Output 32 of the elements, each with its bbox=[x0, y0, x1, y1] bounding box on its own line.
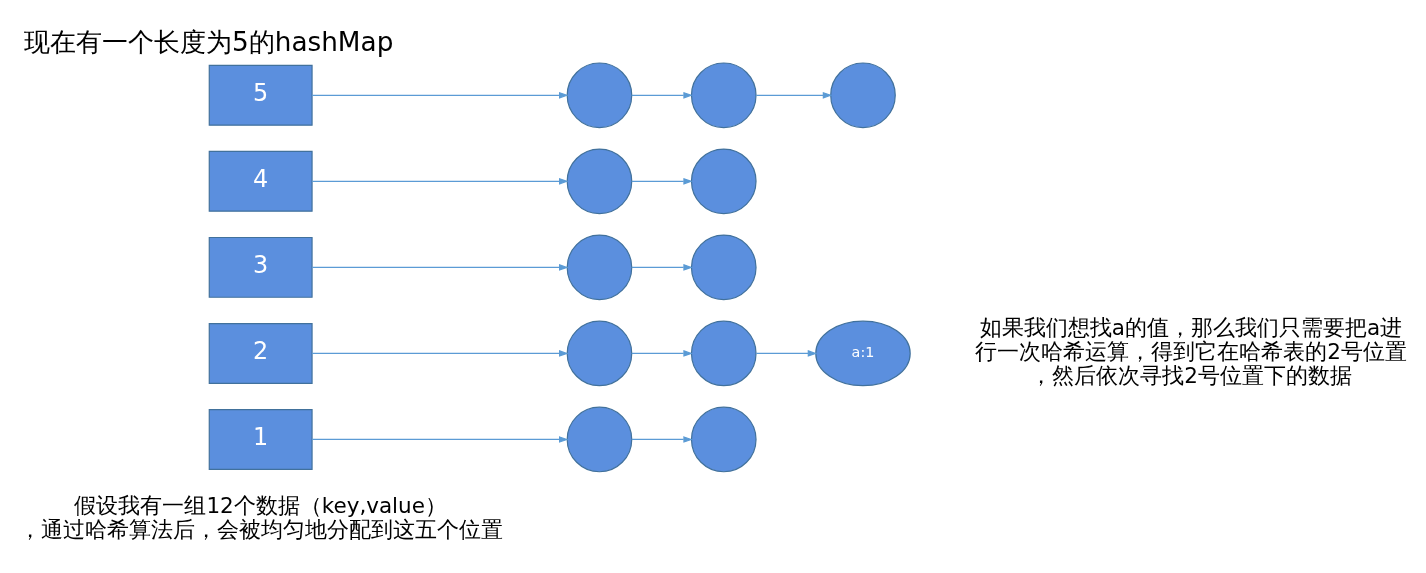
node-circle bbox=[690, 234, 757, 301]
node-circle bbox=[690, 320, 757, 387]
node-circle bbox=[566, 148, 633, 215]
node-circle bbox=[690, 62, 757, 129]
arrow bbox=[311, 91, 569, 99]
arrow bbox=[311, 350, 569, 357]
diagram-title: 现在有一个长度为5的hashMap bbox=[24, 26, 394, 57]
node-box: 3 bbox=[208, 236, 313, 298]
node-circle bbox=[690, 148, 757, 215]
arrow bbox=[631, 177, 693, 185]
arrow bbox=[311, 177, 569, 185]
node-circle bbox=[566, 406, 633, 473]
arrow bbox=[311, 436, 569, 443]
node-circle bbox=[566, 62, 633, 129]
node-box: 2 bbox=[208, 322, 313, 384]
node-box: 1 bbox=[208, 409, 313, 470]
arrow bbox=[631, 350, 693, 357]
node-circle bbox=[690, 406, 757, 473]
node-box: 4 bbox=[208, 150, 313, 212]
arrow bbox=[631, 91, 693, 99]
arrow bbox=[755, 91, 833, 99]
node-box: 5 bbox=[208, 64, 313, 126]
arrow bbox=[631, 264, 693, 271]
node-ellipse: a:1 bbox=[815, 320, 911, 387]
node-circle bbox=[566, 234, 633, 301]
label: 如果我们想找a的值，那么我们只需要把a进行一次哈希运算，得到它在哈希表的2号位置，然后依次寻找2号位置下的数据 bbox=[975, 314, 1407, 388]
node-circle bbox=[566, 320, 633, 387]
arrow bbox=[631, 436, 693, 443]
label: 假设我有一组12个数据（key,value），通过哈希算法后，会被均匀地分配到这五个位置 bbox=[18, 492, 503, 542]
node-circle bbox=[830, 62, 896, 129]
arrow bbox=[755, 350, 818, 357]
arrow bbox=[311, 264, 569, 271]
